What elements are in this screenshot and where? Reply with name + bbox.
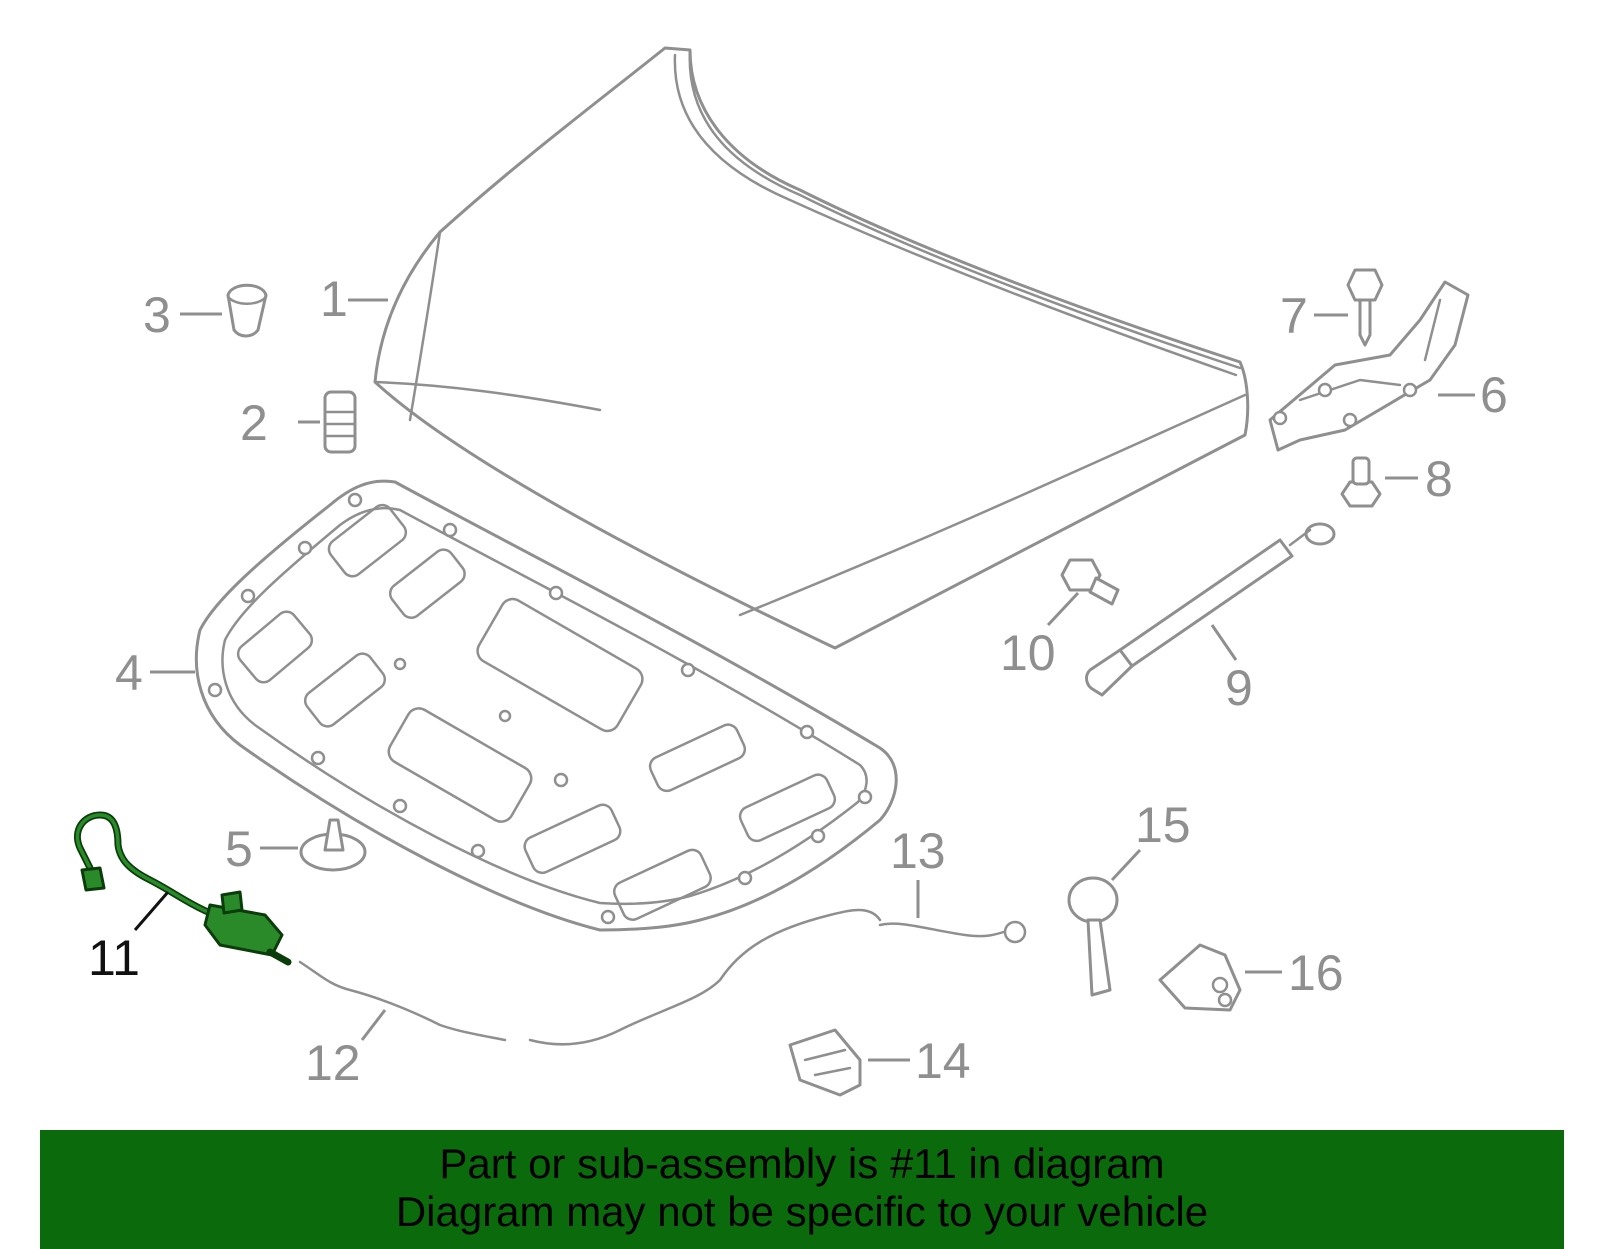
callout-11: 11: [88, 930, 140, 986]
info-banner: Part or sub-assembly is #11 in diagram D…: [40, 1130, 1564, 1249]
callout-labels: 1 2 3 4 5 6 7 8 9 10 11 12 13 14 15 16: [88, 271, 1508, 1091]
callout-5: 5: [225, 821, 253, 877]
callout-8: 8: [1425, 451, 1453, 507]
callout-4: 4: [115, 645, 143, 701]
leader-lines: [133, 298, 1475, 1062]
part-2-bumper-stop[interactable]: [323, 390, 357, 454]
part-9-gas-strut[interactable]: [1085, 522, 1336, 697]
callout-14: 14: [915, 1033, 971, 1089]
part-1-hood[interactable]: [373, 46, 1250, 650]
leader-15: [1110, 848, 1142, 882]
callout-16: 16: [1288, 945, 1344, 1001]
part-14-latch[interactable]: [788, 1028, 862, 1097]
callout-12: 12: [305, 1035, 361, 1091]
leader-10: [1046, 591, 1080, 627]
part-12-release-cable[interactable]: [298, 908, 882, 1046]
part-16-bracket[interactable]: [1158, 943, 1242, 1012]
callout-10: 10: [1000, 625, 1056, 681]
part-3-bumper[interactable]: [226, 283, 268, 338]
banner-line-2: Diagram may not be specific to your vehi…: [395, 1188, 1209, 1235]
part-13-cable-end[interactable]: [878, 920, 1027, 944]
part-11-hood-switch[interactable]: [74, 811, 292, 966]
part-4-hood-insulator[interactable]: [194, 479, 898, 932]
part-6-hinge[interactable]: [1268, 280, 1470, 452]
callout-15: 15: [1135, 797, 1191, 853]
callout-3: 3: [143, 287, 171, 343]
leader-9: [1210, 624, 1238, 661]
callout-9: 9: [1225, 660, 1253, 716]
part-8-bolt[interactable]: [1340, 456, 1382, 508]
callout-6: 6: [1480, 367, 1508, 423]
part-7-bolt[interactable]: [1346, 268, 1384, 347]
leader-12: [360, 1009, 387, 1041]
part-15-prop-rod-holder[interactable]: [1067, 876, 1119, 997]
callout-2: 2: [240, 395, 268, 451]
leader-11: [133, 891, 170, 931]
callout-7: 7: [1280, 288, 1308, 344]
callout-1: 1: [320, 271, 348, 327]
banner-line-1: Part or sub-assembly is #11 in diagram: [439, 1140, 1165, 1187]
part-5-retainer[interactable]: [299, 818, 367, 872]
callout-13: 13: [890, 823, 946, 879]
part-10-bolt[interactable]: [1060, 558, 1120, 606]
